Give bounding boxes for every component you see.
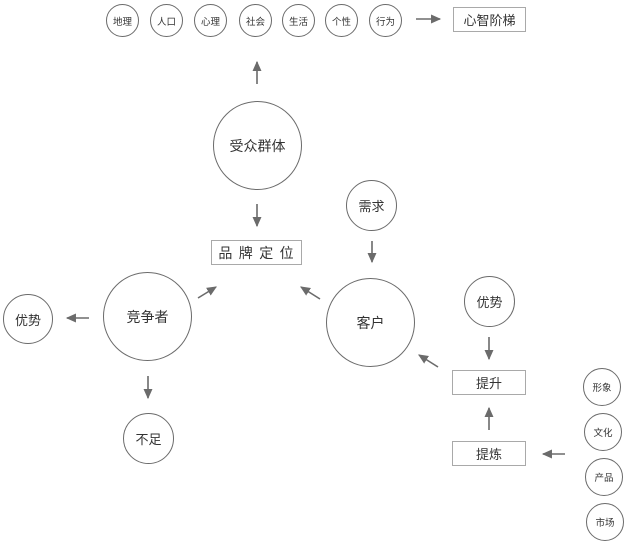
factor-population: 人口 (150, 4, 183, 37)
factor-geography: 地理 (106, 4, 139, 37)
source-market-node: 市场 (586, 503, 624, 541)
competitor-node: 竞争者 (103, 272, 192, 361)
competitor-weakness-node: 不足 (123, 413, 174, 464)
source-product-node: 产品 (585, 458, 623, 496)
mind-ladder-box: 心智阶梯 (453, 7, 526, 32)
factor-personality: 个性 (325, 4, 358, 37)
audience-node: 受众群体 (213, 101, 302, 190)
customer-node: 客户 (326, 278, 415, 367)
factor-society: 社会 (239, 4, 272, 37)
source-image-node: 形象 (583, 368, 621, 406)
brand-positioning-box: 品 牌 定 位 (211, 240, 302, 265)
own-strength-node: 优势 (464, 276, 515, 327)
factor-behavior: 行为 (369, 4, 402, 37)
arrow-improve-to-customer (418, 354, 439, 368)
factor-psychology: 心理 (194, 4, 227, 37)
demand-node: 需求 (346, 180, 397, 231)
arrow-customer-to-brand (300, 286, 321, 300)
source-culture-node: 文化 (584, 413, 622, 451)
improve-box: 提升 (452, 370, 526, 395)
arrow-competitor-to-brand (197, 286, 217, 299)
factor-lifestyle: 生活 (282, 4, 315, 37)
competitor-strength-node: 优势 (3, 294, 53, 344)
refine-box: 提炼 (452, 441, 526, 466)
